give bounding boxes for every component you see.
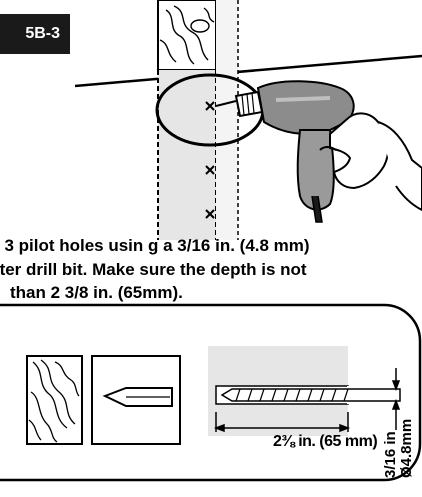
beam-line [74, 54, 422, 88]
wood-grain-icon [159, 5, 215, 65]
diameter-mm-label: Ø4.8mm [398, 418, 415, 478]
depth-dimension-line [213, 412, 351, 433]
pilot-hole-marks [205, 101, 215, 219]
depth-dimension-label: 2⅜ in. (65 mm) [273, 433, 378, 450]
instruction-line-3: than 2 3/8 in. (65mm). [10, 283, 183, 302]
drill-bit-tip-icon [91, 355, 181, 445]
drill-bit [220, 388, 401, 402]
wall-section [208, 346, 349, 436]
diameter-inch-label: 3/16 in [382, 431, 399, 478]
drilling-illustration [74, 0, 422, 240]
wood-grain-icon [26, 355, 83, 445]
detail-frame [0, 303, 422, 482]
step-number-badge: 5B-3 [0, 14, 70, 54]
instruction-line-1: l 3 pilot holes usin g a 3/16 in. (4.8 m… [0, 236, 310, 255]
diameter-dimension-label: 3/16 in Ø4.8mm [382, 418, 415, 478]
step-number-label: 5B-3 [25, 25, 60, 42]
instruction-text: l 3 pilot holes usin g a 3/16 in. (4.8 m… [0, 234, 422, 305]
hand-icon [319, 112, 422, 212]
instruction-line-2: meter drill bit. Make sure the depth is … [0, 259, 307, 279]
wood-post [157, 0, 239, 240]
power-drill-icon [215, 80, 355, 223]
